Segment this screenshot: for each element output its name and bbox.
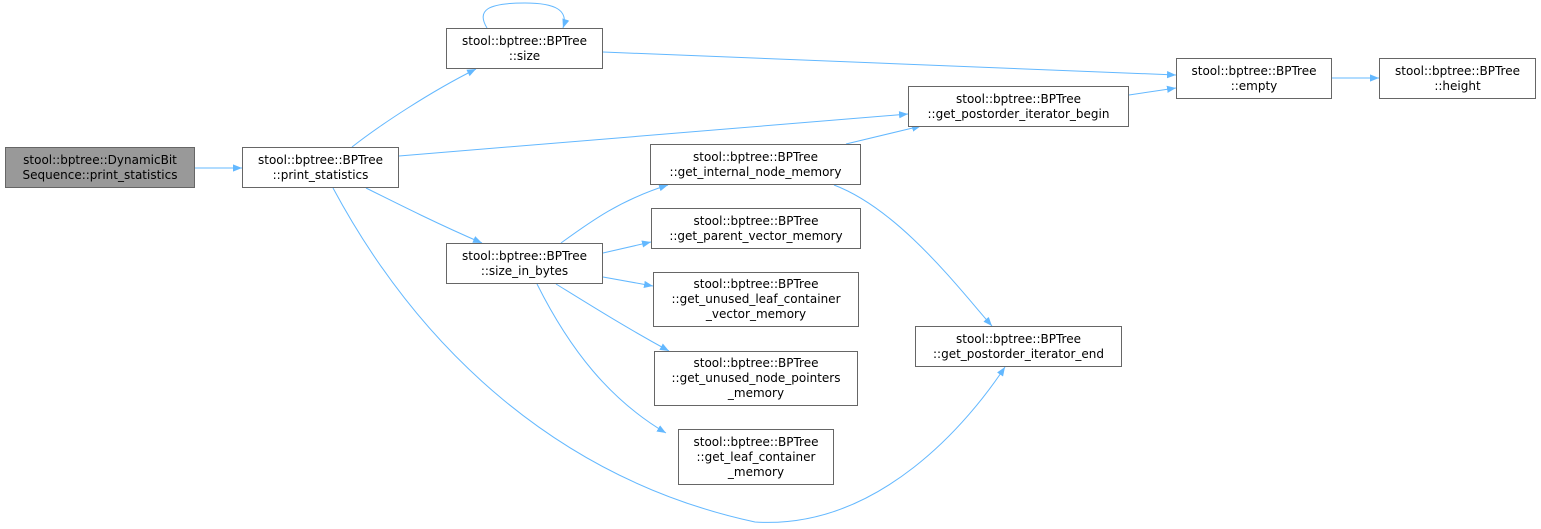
node-label-line: ::get_parent_vector_memory — [669, 228, 843, 243]
edge-size-in-bytes-to-parent-vector-memory — [602, 240, 652, 254]
node-get-parent-vector-memory[interactable]: stool::bptree::BPTree::get_parent_vector… — [651, 208, 861, 249]
node-label-line: ::size_in_bytes — [480, 263, 569, 278]
node-get-postorder-iterator-end[interactable]: stool::bptree::BPTree::get_postorder_ite… — [915, 326, 1122, 367]
edge-size-in-bytes-to-unused-node-pointers — [555, 283, 670, 352]
node-label-line: stool::bptree::BPTree — [693, 356, 819, 370]
node-label-line: ::print_statistics — [272, 167, 369, 182]
node-label-line: stool::bptree::BPTree — [258, 152, 383, 167]
node-label-line: ::height — [1434, 78, 1481, 93]
node-label-line: stool::bptree::BPTree — [956, 91, 1081, 106]
edge-print-statistics-to-size-in-bytes — [365, 187, 483, 244]
node-label-line: ::get_unused_leaf_container — [671, 292, 841, 306]
node-get-leaf-container-memory[interactable]: stool::bptree::BPTree::get_leaf_containe… — [678, 429, 834, 485]
node-empty[interactable]: stool::bptree::BPTree::empty — [1176, 58, 1332, 99]
node-label-line: stool::bptree::BPTree — [1395, 63, 1520, 78]
node-label-line: stool::bptree::BPTree — [956, 331, 1081, 346]
edge-size-in-bytes-to-leaf-container-memory — [536, 283, 667, 434]
node-label-line: ::get_leaf_container — [696, 449, 816, 464]
node-label-line: _vector_memory — [705, 307, 807, 321]
node-label-line: stool::bptree::BPTree — [462, 248, 587, 263]
edge-internal-node-memory-to-postorder-end — [833, 184, 993, 327]
node-label-line: _memory — [727, 386, 785, 400]
node-label-line: stool::bptree::BPTree — [693, 213, 819, 228]
node-get-unused-node-pointers-memory[interactable]: stool::bptree::BPTree::get_unused_node_p… — [654, 351, 858, 406]
node-label-line: stool::bptree::BPTree — [462, 33, 587, 48]
node-label-line: stool::bptree::DynamicBit — [23, 152, 177, 167]
node-label-line: stool::bptree::BPTree — [693, 277, 819, 291]
edge-internal-node-memory-to-postorder-begin — [845, 124, 922, 145]
node-label-line: _memory — [727, 464, 785, 479]
edge-print-statistics-to-postorder-end — [332, 187, 1006, 523]
node-size[interactable]: stool::bptree::BPTree::size — [446, 28, 603, 69]
node-get-unused-leaf-container-vector-memory[interactable]: stool::bptree::BPTree::get_unused_leaf_c… — [653, 272, 859, 327]
node-height[interactable]: stool::bptree::BPTree::height — [1379, 58, 1536, 99]
node-size-in-bytes[interactable]: stool::bptree::BPTree::size_in_bytes — [446, 243, 603, 284]
node-print-statistics[interactable]: stool::bptree::BPTree::print_statistics — [242, 147, 399, 188]
node-label-line: ::size — [508, 48, 541, 63]
node-label-line: ::get_postorder_iterator_begin — [927, 106, 1110, 121]
node-label-line: ::empty — [1230, 78, 1278, 93]
node-label-line: ::get_unused_node_pointers — [671, 371, 841, 385]
edge-size-in-bytes-to-internal-node-memory — [560, 184, 669, 244]
node-label-line: Sequence::print_statistics — [22, 167, 178, 182]
edge-postorder-begin-to-empty — [1128, 85, 1177, 96]
edge-size-self-loop — [482, 2, 570, 29]
node-label-line: stool::bptree::BPTree — [693, 434, 819, 449]
node-get-postorder-iterator-begin[interactable]: stool::bptree::BPTree::get_postorder_ite… — [908, 86, 1129, 127]
edge-size-to-empty — [602, 51, 1177, 79]
edge-size-in-bytes-to-unused-leaf-container — [602, 276, 654, 288]
node-label-line: stool::bptree::BPTree — [1191, 63, 1317, 78]
edge-print-statistics-to-postorder-begin — [398, 111, 909, 157]
node-label-line: ::get_internal_node_memory — [669, 164, 842, 179]
node-label-line: ::get_postorder_iterator_end — [933, 346, 1104, 361]
edge-print-statistics-to-size — [351, 68, 477, 148]
node-get-internal-node-memory[interactable]: stool::bptree::BPTree::get_internal_node… — [650, 144, 861, 185]
node-label-line: stool::bptree::BPTree — [693, 149, 818, 164]
